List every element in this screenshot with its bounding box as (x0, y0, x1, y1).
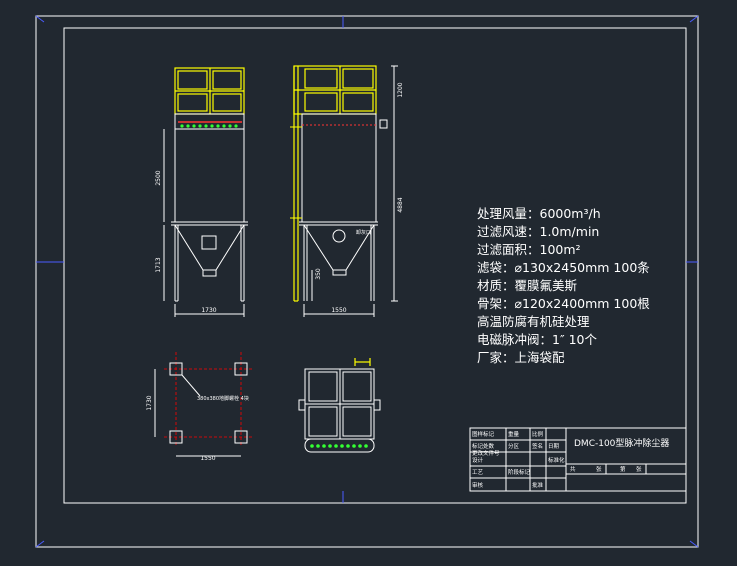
top-view-body (298, 368, 381, 453)
tb-signature: 签名 (532, 442, 543, 450)
side-top-frame (293, 65, 377, 302)
tb-total: 共 (570, 465, 576, 473)
plan-anchor-note: 380x380地脚螺栓 4块 (197, 395, 249, 402)
tb-drawing-title: DMC-100型脉冲除尘器 (574, 437, 669, 449)
plan-dim-vertical: 1730 (146, 395, 153, 410)
spec-material: 材质：覆膜氟美斯 (477, 278, 577, 293)
corner-mark-br (689, 540, 699, 548)
spec-cage: 骨架：⌀120x2400mm 100根 (477, 296, 650, 311)
spec-manufacturer: 厂家：上海袋配 (477, 350, 565, 365)
tb-date: 日期 (548, 443, 560, 450)
title-block[interactable]: 图样标记 重量 比例 标记处数 分区 更改文件号 签名 日期 设计 标准化 工艺… (469, 427, 687, 492)
side-level-markers (290, 126, 302, 219)
tb-sheet-no: 第 (620, 465, 626, 473)
inner-drawing-frame (63, 27, 687, 504)
side-explosion-port (332, 229, 346, 243)
top-view-valves (310, 444, 368, 448)
side-dim-outlet: 350 (315, 268, 322, 280)
spec-airflow: 处理风量：6000m³/h (477, 206, 601, 221)
corner-mark-bl (35, 540, 45, 548)
top-view[interactable] (298, 358, 381, 453)
centering-marks (35, 15, 699, 548)
plan-view[interactable]: 1730 1550 380x380地脚螺栓 4块 (146, 352, 254, 462)
plan-anchor-pads (154, 362, 248, 457)
side-dim-width: 1550 (331, 307, 346, 314)
front-body (163, 113, 248, 317)
front-dim-height-lower: 1713 (155, 257, 162, 272)
specifications[interactable]: 处理风量：6000m³/h 过滤风速：1.0m/min 过滤面积：100m² 滤… (477, 206, 650, 365)
drawing-frames (35, 15, 699, 548)
side-view[interactable]: 卸灰口 1200 4884 350 1550 (290, 65, 404, 317)
tb-standardization: 标准化 (548, 456, 565, 464)
tb-weight: 重量 (508, 430, 520, 438)
tb-approve: 批准 (532, 481, 544, 489)
front-inspection-door (201, 235, 217, 250)
front-top-frame (174, 67, 245, 115)
tb-zone: 分区 (508, 442, 520, 450)
front-pulse-valves (178, 121, 242, 128)
tb-designer: 设计 (472, 456, 484, 464)
spec-treatment: 高温防腐有机硅处理 (477, 314, 590, 329)
plan-centerlines (164, 352, 254, 446)
spec-filter-area: 过滤面积：100m² (477, 242, 581, 257)
front-view[interactable]: 2500 1713 1730 (155, 67, 248, 317)
tb-scale: 比例 (532, 430, 544, 438)
front-dim-width: 1730 (201, 307, 216, 314)
side-dim-top: 1200 (397, 82, 404, 97)
tb-stage-mark: 阶段标记 (508, 468, 531, 476)
side-dim-total: 4884 (397, 197, 404, 212)
spec-pulse-valve: 电磁脉冲阀：1″ 10个 (477, 332, 598, 347)
side-body (299, 65, 398, 317)
plan-dim-horizontal: 1550 (200, 455, 215, 462)
side-hopper-label: 卸灰口 (356, 229, 371, 236)
corner-mark-tl (35, 15, 45, 23)
tb-sheets: 张 (596, 465, 602, 473)
tb-review: 审核 (472, 481, 484, 489)
spec-filter-velocity: 过滤风速：1.0m/min (477, 224, 599, 239)
spec-filter-bag: 滤袋：⌀130x2450mm 100条 (477, 260, 650, 275)
front-dim-height-upper: 2500 (155, 170, 162, 185)
tb-sheet: 张 (636, 465, 642, 473)
top-view-lifting-lug (354, 358, 371, 366)
tb-mark-count: 标记处数 (472, 442, 495, 450)
outer-sheet-border (35, 15, 699, 548)
tb-drawing-mark: 图样标记 (472, 430, 495, 438)
tb-process: 工艺 (472, 469, 484, 476)
corner-mark-tr (689, 15, 699, 23)
tb-change-doc: 更改文件号 (472, 449, 500, 457)
